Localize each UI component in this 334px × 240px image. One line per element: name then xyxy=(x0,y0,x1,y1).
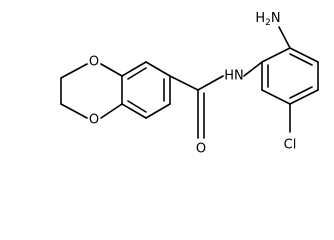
bond xyxy=(121,61,147,77)
structure-canvas: H2N HN O Cl O O xyxy=(60,10,319,157)
double-bond-inner xyxy=(127,100,147,113)
amide-nh-label: HN xyxy=(224,69,244,84)
bond xyxy=(100,103,123,119)
bond xyxy=(261,47,291,63)
bond xyxy=(169,75,199,91)
dioxane-ring xyxy=(60,63,123,119)
chlorine-label: Cl xyxy=(284,138,297,153)
bond xyxy=(121,103,147,119)
amine-label: H2N xyxy=(255,11,280,28)
double-bond-inner xyxy=(289,86,313,99)
bond xyxy=(145,103,171,119)
bond xyxy=(60,63,88,79)
amide-group xyxy=(169,61,263,139)
bond xyxy=(60,103,88,119)
bond xyxy=(261,89,291,105)
dioxane-oxygen-top-label: O xyxy=(89,55,99,70)
bond xyxy=(100,63,123,77)
bond xyxy=(243,61,263,77)
double-bond-inner xyxy=(127,67,147,80)
molecule-drawing: H2N HN O Cl O O xyxy=(60,11,319,157)
carbonyl-oxygen-label: O xyxy=(196,142,206,157)
benzene-ring-left xyxy=(121,61,171,119)
amine-bond xyxy=(278,26,291,49)
dioxane-oxygen-bottom-label: O xyxy=(89,113,99,128)
benzene-ring-right xyxy=(261,47,319,105)
bond xyxy=(289,89,319,105)
double-bond-inner xyxy=(289,53,313,66)
bond xyxy=(145,61,171,77)
bond xyxy=(197,75,224,91)
bond xyxy=(289,47,319,63)
